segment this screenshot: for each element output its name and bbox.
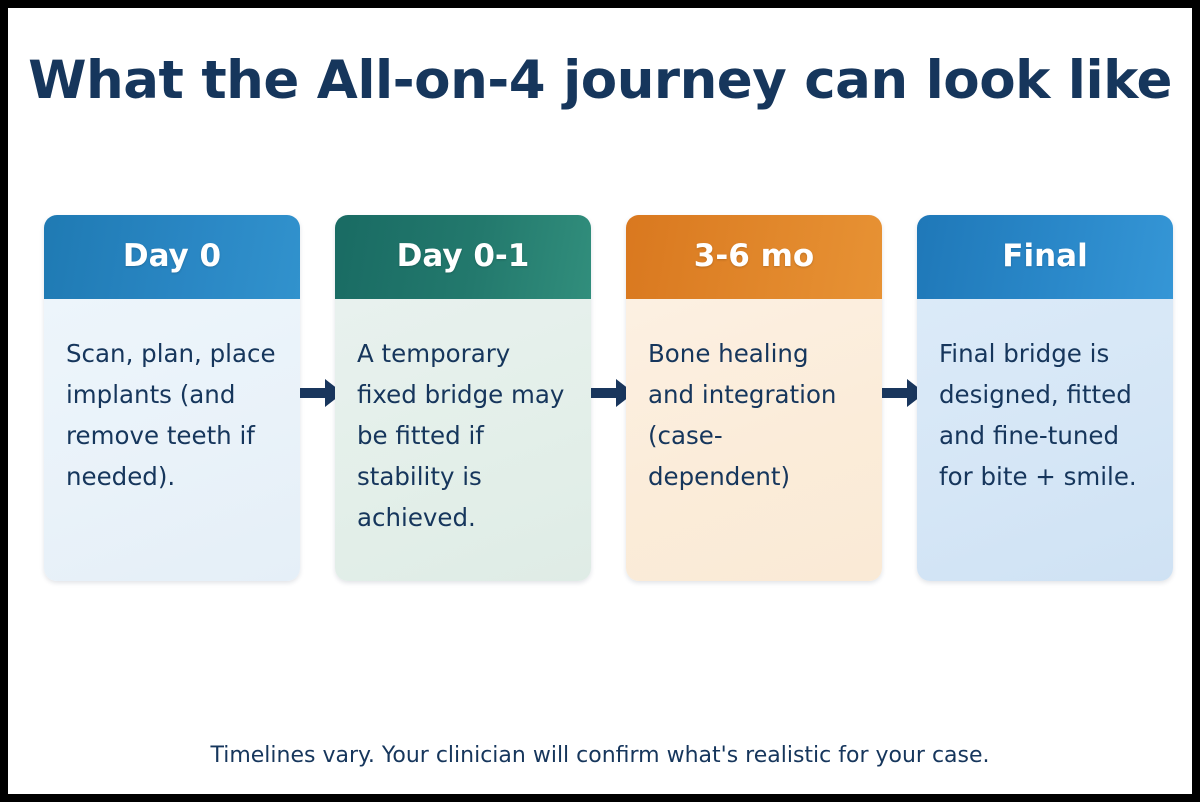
stage-card-day-0: Day 0 Scan, plan, place implants (and re… <box>44 215 300 581</box>
stage-card-final: Final Final bridge is designed, fitted a… <box>917 215 1173 581</box>
stage-header-label: 3-6 mo <box>626 215 882 299</box>
page-title: What the All-on-4 journey can look like <box>28 50 1172 111</box>
arrow-right-icon <box>882 376 926 410</box>
stage-card-day-0-1: Day 0-1 A temporary fixed bridge may be … <box>335 215 591 581</box>
arrow-right-icon <box>591 376 635 410</box>
stage-body-text: Final bridge is designed, fitted and fin… <box>917 299 1173 581</box>
stage-header-label: Day 0-1 <box>335 215 591 299</box>
disclaimer-footnote: Timelines vary. Your clinician will conf… <box>210 743 990 768</box>
timeline-flow: Day 0 Scan, plan, place implants (and re… <box>36 215 1173 583</box>
stage-header-label: Day 0 <box>44 215 300 299</box>
infographic-canvas: What the All-on-4 journey can look like … <box>8 8 1192 794</box>
stage-body-text: A temporary fixed bridge may be fitted i… <box>335 299 591 581</box>
stage-body-text: Scan, plan, place implants (and remove t… <box>44 299 300 581</box>
arrow-right-icon <box>300 376 344 410</box>
stage-body-text: Bone healing and integration (case-depen… <box>626 299 882 581</box>
stage-card-3-6-mo: 3-6 mo Bone healing and integration (cas… <box>626 215 882 581</box>
stage-header-label: Final <box>917 215 1173 299</box>
